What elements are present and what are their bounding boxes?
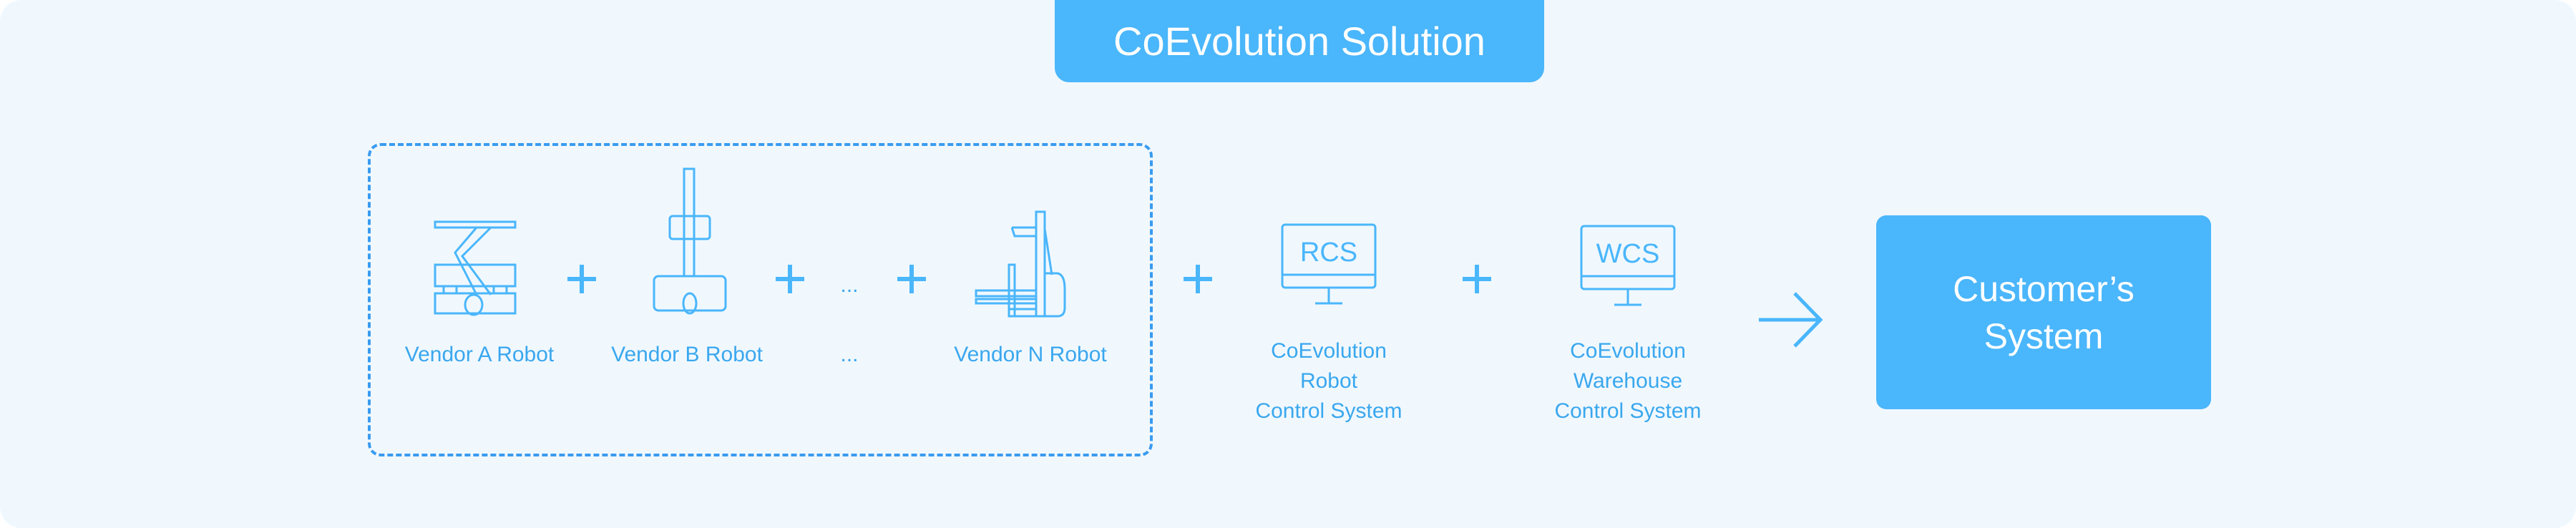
ellipsis-mark: ... bbox=[840, 273, 859, 297]
vendor-robots-group bbox=[368, 143, 1153, 456]
vendor-label: ... bbox=[840, 343, 859, 366]
rcs-label-line: Robot bbox=[1299, 369, 1358, 393]
vendor-label: Vendor A Robot bbox=[404, 343, 555, 366]
plus-icon bbox=[776, 265, 804, 293]
forklift-robot-icon bbox=[975, 210, 1066, 318]
mast-robot-icon bbox=[653, 167, 727, 315]
plus-icon bbox=[897, 265, 926, 293]
plus-icon bbox=[1184, 265, 1212, 293]
arrow-right-icon bbox=[1759, 292, 1823, 348]
rcs-monitor-icon: RCS bbox=[1281, 223, 1377, 305]
vendor-label: Vendor N Robot bbox=[954, 343, 1107, 366]
wcs-screen-text: WCS bbox=[1596, 239, 1660, 269]
rcs-screen-text: RCS bbox=[1300, 238, 1357, 268]
wcs-label: CoEvolution Warehouse Control System bbox=[1554, 336, 1701, 426]
rcs-label: CoEvolution Robot Control System bbox=[1255, 336, 1402, 426]
customer-system-box: Customer’s System bbox=[1876, 215, 2211, 409]
scissor-lift-robot-icon bbox=[434, 220, 517, 316]
rcs-label-line: CoEvolution bbox=[1271, 339, 1387, 363]
wcs-monitor-icon: WCS bbox=[1580, 225, 1676, 306]
solution-title: CoEvolution Solution bbox=[1055, 0, 1544, 82]
customer-line: Customer’s bbox=[1953, 268, 2135, 309]
plus-icon bbox=[1463, 265, 1491, 293]
vendor-label: Vendor B Robot bbox=[611, 343, 763, 366]
plus-icon bbox=[567, 265, 596, 293]
wcs-label-line: CoEvolution bbox=[1570, 339, 1686, 363]
wcs-label-line: Warehouse bbox=[1573, 369, 1683, 393]
rcs-label-line: Control System bbox=[1255, 399, 1402, 423]
customer-line: System bbox=[1984, 316, 2104, 356]
wcs-label-line: Control System bbox=[1554, 399, 1702, 423]
